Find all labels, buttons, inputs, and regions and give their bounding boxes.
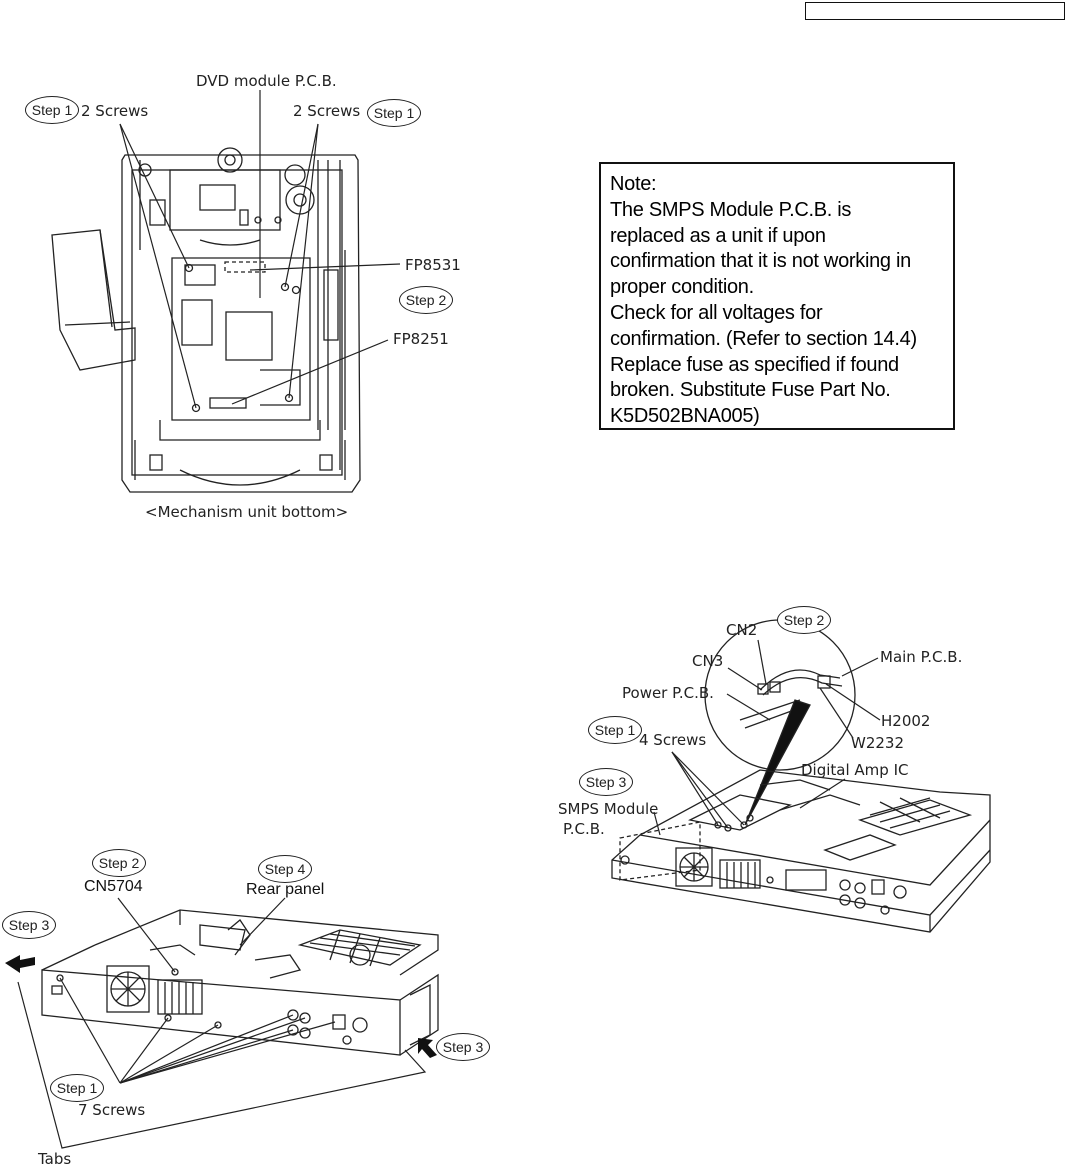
power-pcb-label: Power P.C.B.	[622, 684, 714, 702]
fig2-step2-badge: Step 2	[777, 606, 831, 634]
fig2-step3-badge: Step 3	[579, 768, 633, 796]
fig3-step3-left-badge: Step 3	[2, 911, 56, 939]
dvd-module-pcb-label: DVD module P.C.B.	[196, 72, 337, 90]
fp8251-label: FP8251	[393, 330, 449, 348]
step1-left-badge: Step 1	[25, 96, 79, 124]
note-line: confirmation. (Refer to section 14.4)	[610, 327, 917, 350]
fig2-step1-badge: Step 1	[588, 716, 642, 744]
smps-module-label: SMPS Module	[558, 800, 659, 818]
digital-amp-label: Digital Amp IC	[801, 761, 909, 779]
fp8531-label: FP8531	[405, 256, 461, 274]
screws-right-label: 2 Screws	[293, 102, 361, 120]
cn5704-label: CN5704	[84, 878, 143, 895]
step2-badge: Step 2	[399, 286, 453, 314]
note-line: Check for all voltages for	[610, 301, 823, 324]
note-box: Note: The SMPS Module P.C.B. is replaced…	[599, 162, 955, 430]
step1-right-badge: Step 1	[367, 99, 421, 127]
tabs-label: Tabs	[38, 1150, 72, 1168]
fig3-step1-badge: Step 1	[50, 1074, 104, 1102]
note-line: K5D502BNA005)	[610, 405, 760, 428]
screws-left-label: 2 Screws	[81, 102, 149, 120]
note-line: Replace fuse as specified if found	[610, 353, 899, 376]
rear-panel-label: Rear panel	[246, 881, 325, 898]
fig3-step4-badge: Step 4	[258, 855, 312, 883]
note-line: replaced as a unit if upon	[610, 224, 826, 247]
smps-pcb-label: P.C.B.	[563, 820, 605, 838]
cn3-label: CN3	[692, 652, 724, 670]
note-line: The SMPS Module P.C.B. is	[610, 198, 852, 221]
four-screws-label: 4 Screws	[639, 731, 707, 749]
note-line: broken. Substitute Fuse Part No.	[610, 379, 891, 402]
fig3-step2-badge: Step 2	[92, 849, 146, 877]
mechanism-caption: <Mechanism unit bottom>	[145, 503, 349, 521]
fig3-step3-right-badge: Step 3	[436, 1033, 490, 1061]
note-line: confirmation that it is not working in	[610, 250, 911, 273]
note-line: proper condition.	[610, 276, 754, 299]
seven-screws-label: 7 Screws	[78, 1101, 146, 1119]
h2002-label: H2002	[881, 712, 931, 730]
cn2-label: CN2	[726, 621, 758, 639]
note-line: Note:	[610, 173, 657, 195]
main-pcb-label: Main P.C.B.	[880, 648, 963, 666]
w2232-label: W2232	[851, 734, 905, 752]
